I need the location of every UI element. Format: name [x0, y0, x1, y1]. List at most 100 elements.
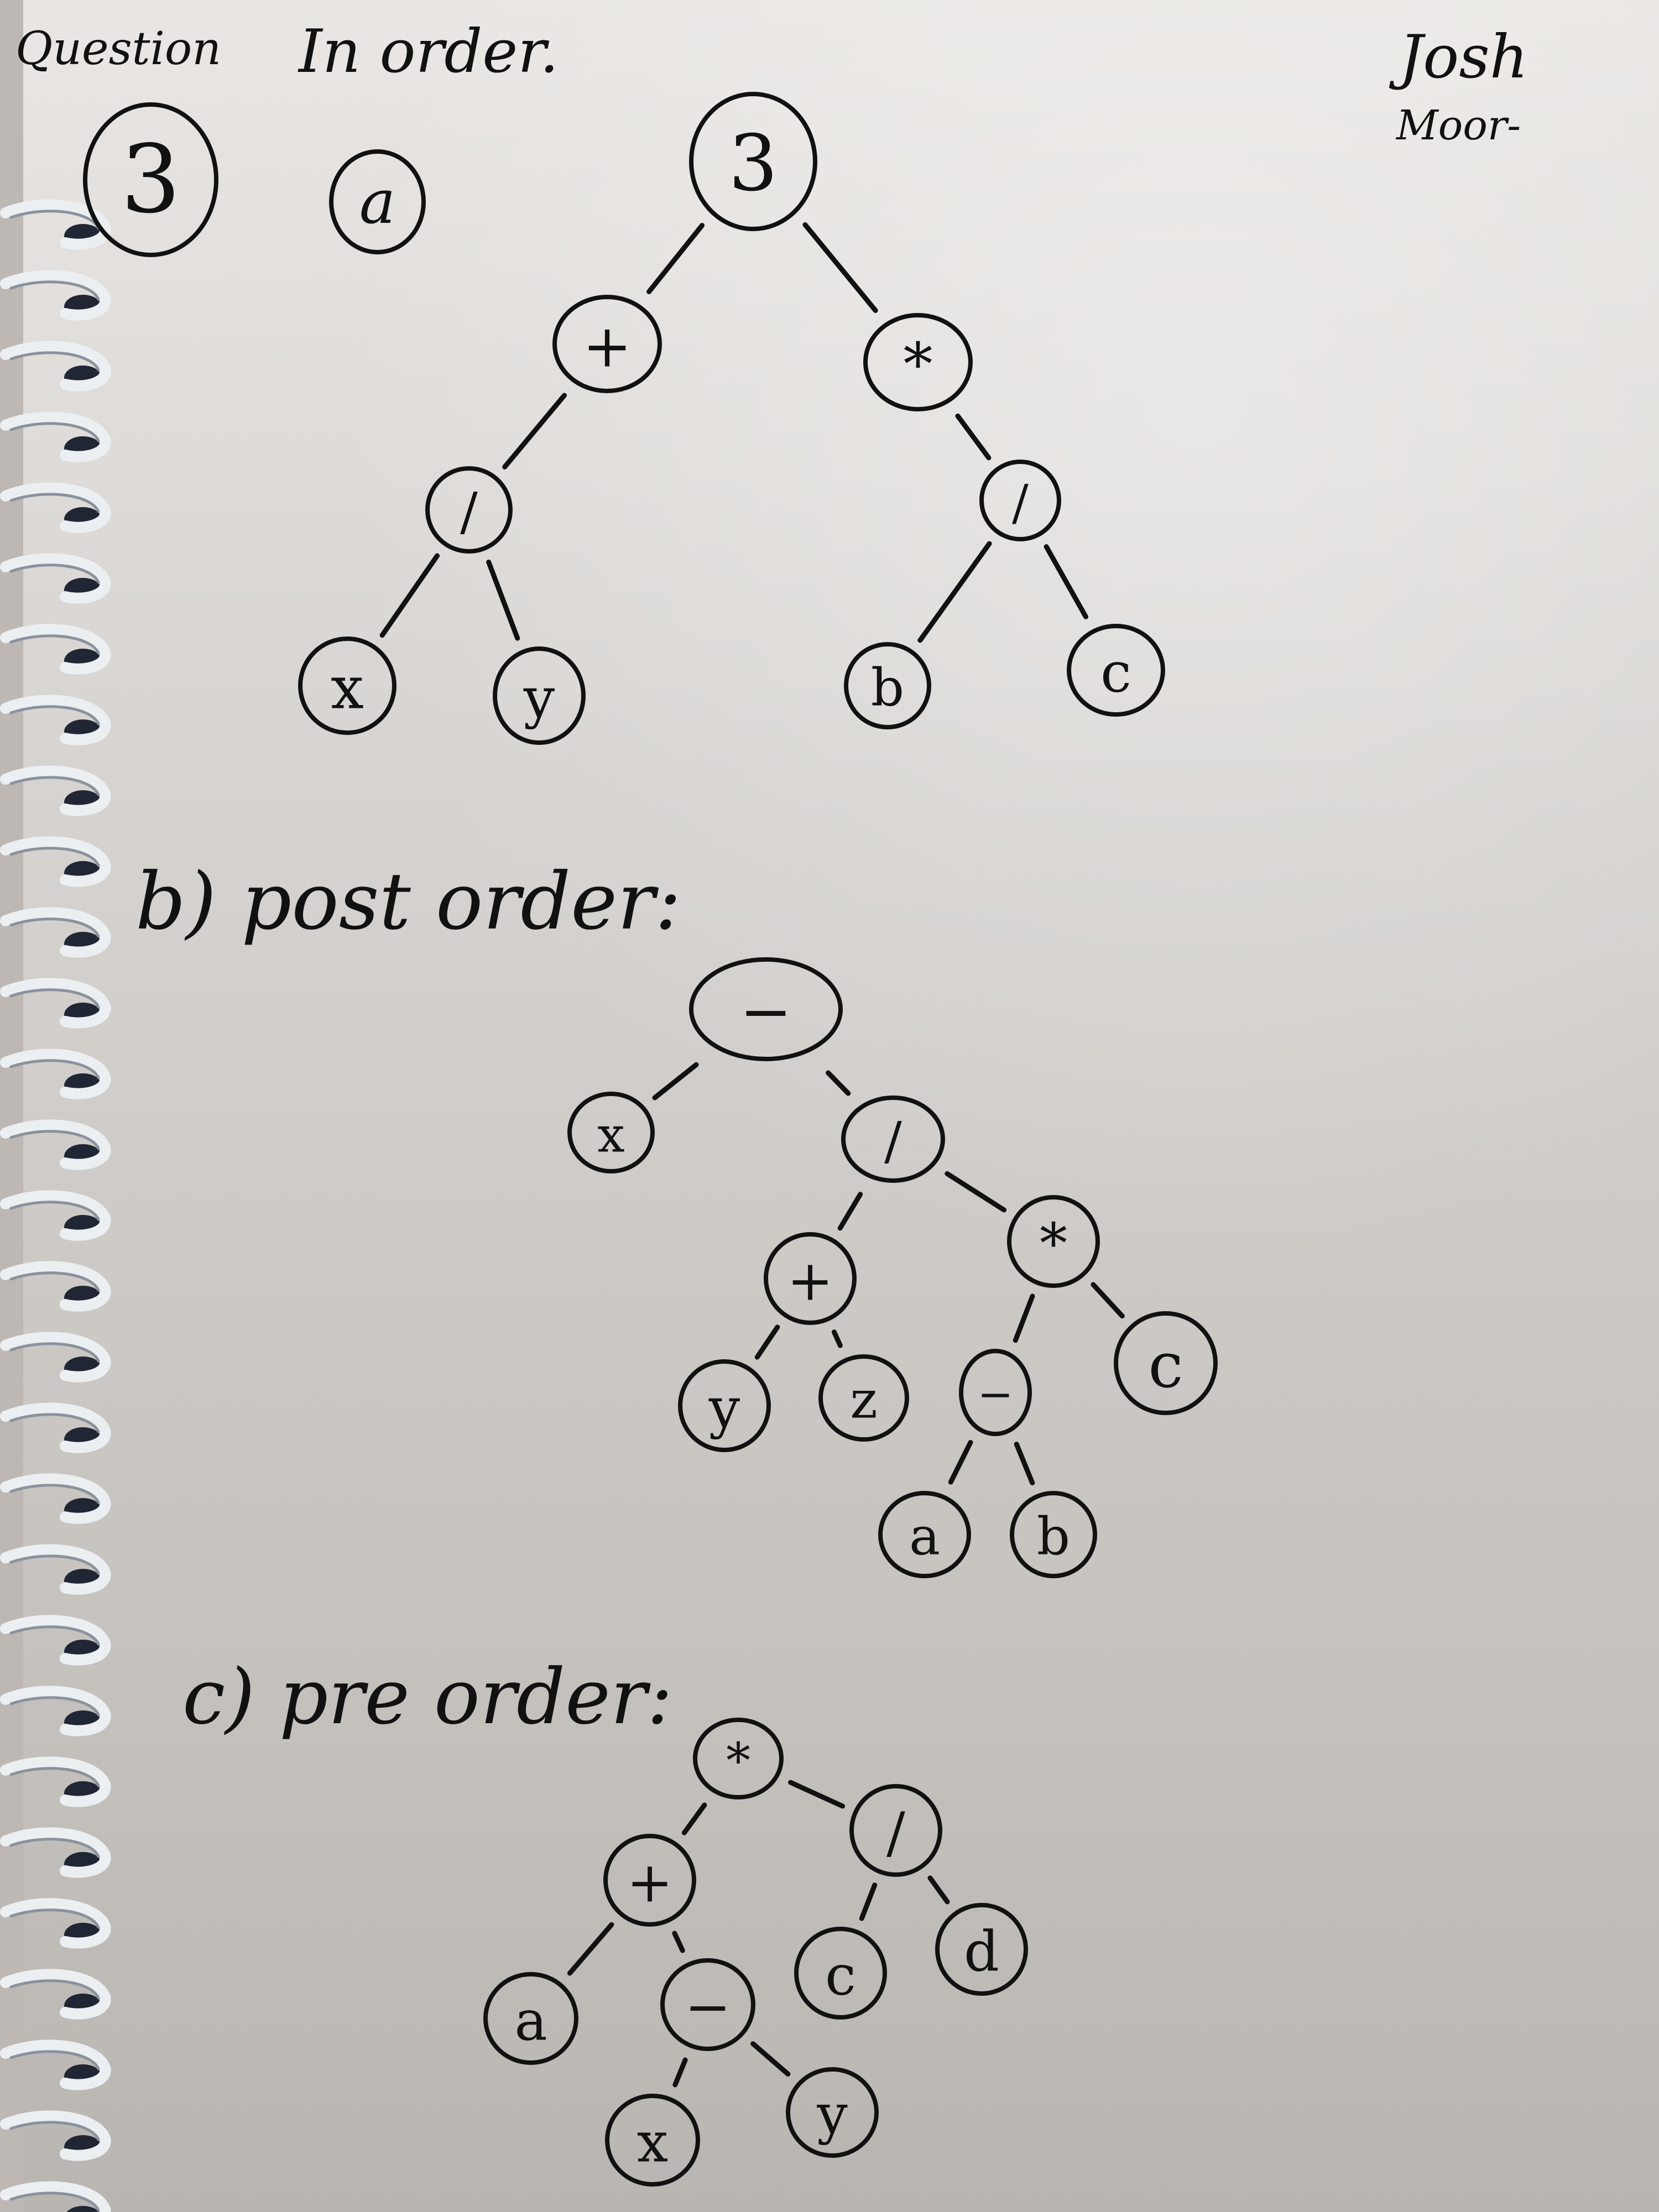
coil — [0, 1544, 111, 1595]
part-a-label: In order. — [299, 17, 559, 86]
tree-node-c_div: / — [849, 1784, 942, 1877]
tree-node-c_y: y — [786, 2067, 879, 2158]
coil — [0, 1261, 111, 1312]
coil — [0, 695, 111, 745]
coil — [0, 1686, 111, 1736]
coil — [0, 624, 111, 675]
node-label: y — [708, 1376, 740, 1441]
spiral-binding — [0, 0, 111, 2212]
node-label: 3 — [728, 119, 778, 209]
tree-edge-c_plus-c_a — [567, 1922, 614, 1976]
node-circle — [552, 295, 662, 393]
node-label: y — [816, 2083, 848, 2146]
tree-node-a_y: y — [493, 646, 586, 745]
coil — [0, 978, 111, 1029]
coil — [0, 1898, 111, 1949]
tree-edge-c_root-c_div — [788, 1780, 846, 1809]
tree-node-a_times: * — [863, 313, 973, 411]
coil — [0, 1332, 111, 1383]
tree-node-a_div2: / — [979, 460, 1061, 541]
part-a-letter: a — [359, 166, 396, 237]
node-label: / — [886, 1801, 905, 1865]
tree-node-b_minus: − — [959, 1349, 1032, 1436]
node-circle — [794, 1927, 887, 2020]
tree-node-b_div: / — [841, 1095, 945, 1183]
node-label: * — [904, 331, 933, 399]
tree-edge-b_div-b_times — [945, 1171, 1007, 1213]
node-label: b — [871, 658, 904, 718]
node-label: a — [514, 1989, 547, 2053]
tree-edge-c_div-c_c — [859, 1882, 878, 1921]
tree-node-b_x: x — [567, 1092, 655, 1173]
coil — [0, 836, 111, 887]
node-label: a — [909, 1507, 940, 1567]
tree-node-b_root: − — [689, 957, 843, 1061]
coil — [0, 2039, 111, 2090]
tree-node-b_plus: + — [764, 1232, 857, 1325]
node-circle — [483, 1972, 578, 2065]
tree-edge-c_minus-c_x — [672, 2057, 688, 2088]
tree-edge-b_minus-b_b — [1014, 1441, 1035, 1486]
coil — [0, 907, 111, 958]
coil — [0, 341, 111, 392]
coil — [0, 765, 111, 816]
tree-node-c_root: * — [693, 1718, 784, 1799]
coil — [0, 1402, 111, 1453]
part-c-label: c) pre order: — [182, 1652, 673, 1741]
node-label: − — [740, 975, 792, 1048]
tree-edge-b_root-b_div — [826, 1070, 851, 1096]
tree-edge-a_plus-a_div1 — [502, 393, 567, 469]
coil — [0, 1756, 111, 1807]
node-circle — [693, 1718, 784, 1799]
coil — [0, 1827, 111, 1878]
node-circle — [605, 2094, 700, 2187]
node-label: x — [637, 2110, 668, 2175]
tree-edge-b_div-b_plus — [837, 1192, 863, 1231]
coil — [0, 1119, 111, 1170]
node-label: − — [685, 1975, 731, 2039]
node-label: c — [825, 1943, 856, 2008]
spiral-coils — [0, 199, 111, 2212]
tree-node-c_c: c — [794, 1927, 887, 2020]
tree-node-a_x: x — [298, 637, 397, 735]
tree-edge-b_plus-b_z — [831, 1329, 843, 1348]
node-label: c — [1148, 1329, 1183, 1402]
node-circle — [493, 646, 586, 745]
coil — [0, 270, 111, 321]
node-label: + — [787, 1249, 833, 1313]
question-number-circle: 3 — [83, 102, 218, 257]
node-circle — [935, 1903, 1028, 1996]
tree-node-a_plus: + — [552, 295, 662, 393]
node-circle — [660, 1958, 755, 2051]
node-circle — [689, 92, 817, 231]
tree-node-b_z: z — [818, 1354, 909, 1442]
node-label: c — [1100, 640, 1131, 705]
node-label: x — [331, 654, 364, 722]
tree-node-b_y: y — [678, 1359, 771, 1452]
tree-node-b_c: c — [1114, 1311, 1218, 1415]
coil — [0, 553, 111, 604]
tree-edge-a_div1-a_y — [486, 559, 520, 641]
node-circle — [603, 1834, 696, 1927]
node-circle — [1067, 624, 1165, 717]
node-circle — [849, 1784, 942, 1877]
coil — [0, 482, 111, 533]
tree-node-c_a: a — [483, 1972, 578, 2065]
node-circle — [689, 957, 843, 1061]
node-label: + — [583, 312, 632, 380]
node-circle — [567, 1092, 655, 1173]
tree-edge-a_div1-a_x — [379, 553, 440, 638]
tree-edge-c_div-c_d — [927, 1875, 950, 1905]
node-circle — [818, 1354, 909, 1442]
node-circle — [425, 466, 513, 554]
tree-node-c_plus: + — [603, 1834, 696, 1927]
author-last-name: Moor- — [1396, 102, 1521, 149]
node-circle — [841, 1095, 945, 1183]
coil — [0, 2181, 111, 2212]
tree-node-c_x: x — [605, 2094, 700, 2187]
tree-edge-c_root-c_plus — [681, 1802, 707, 1835]
node-circle — [959, 1349, 1032, 1436]
part-b-label: b) post order: — [135, 856, 681, 947]
